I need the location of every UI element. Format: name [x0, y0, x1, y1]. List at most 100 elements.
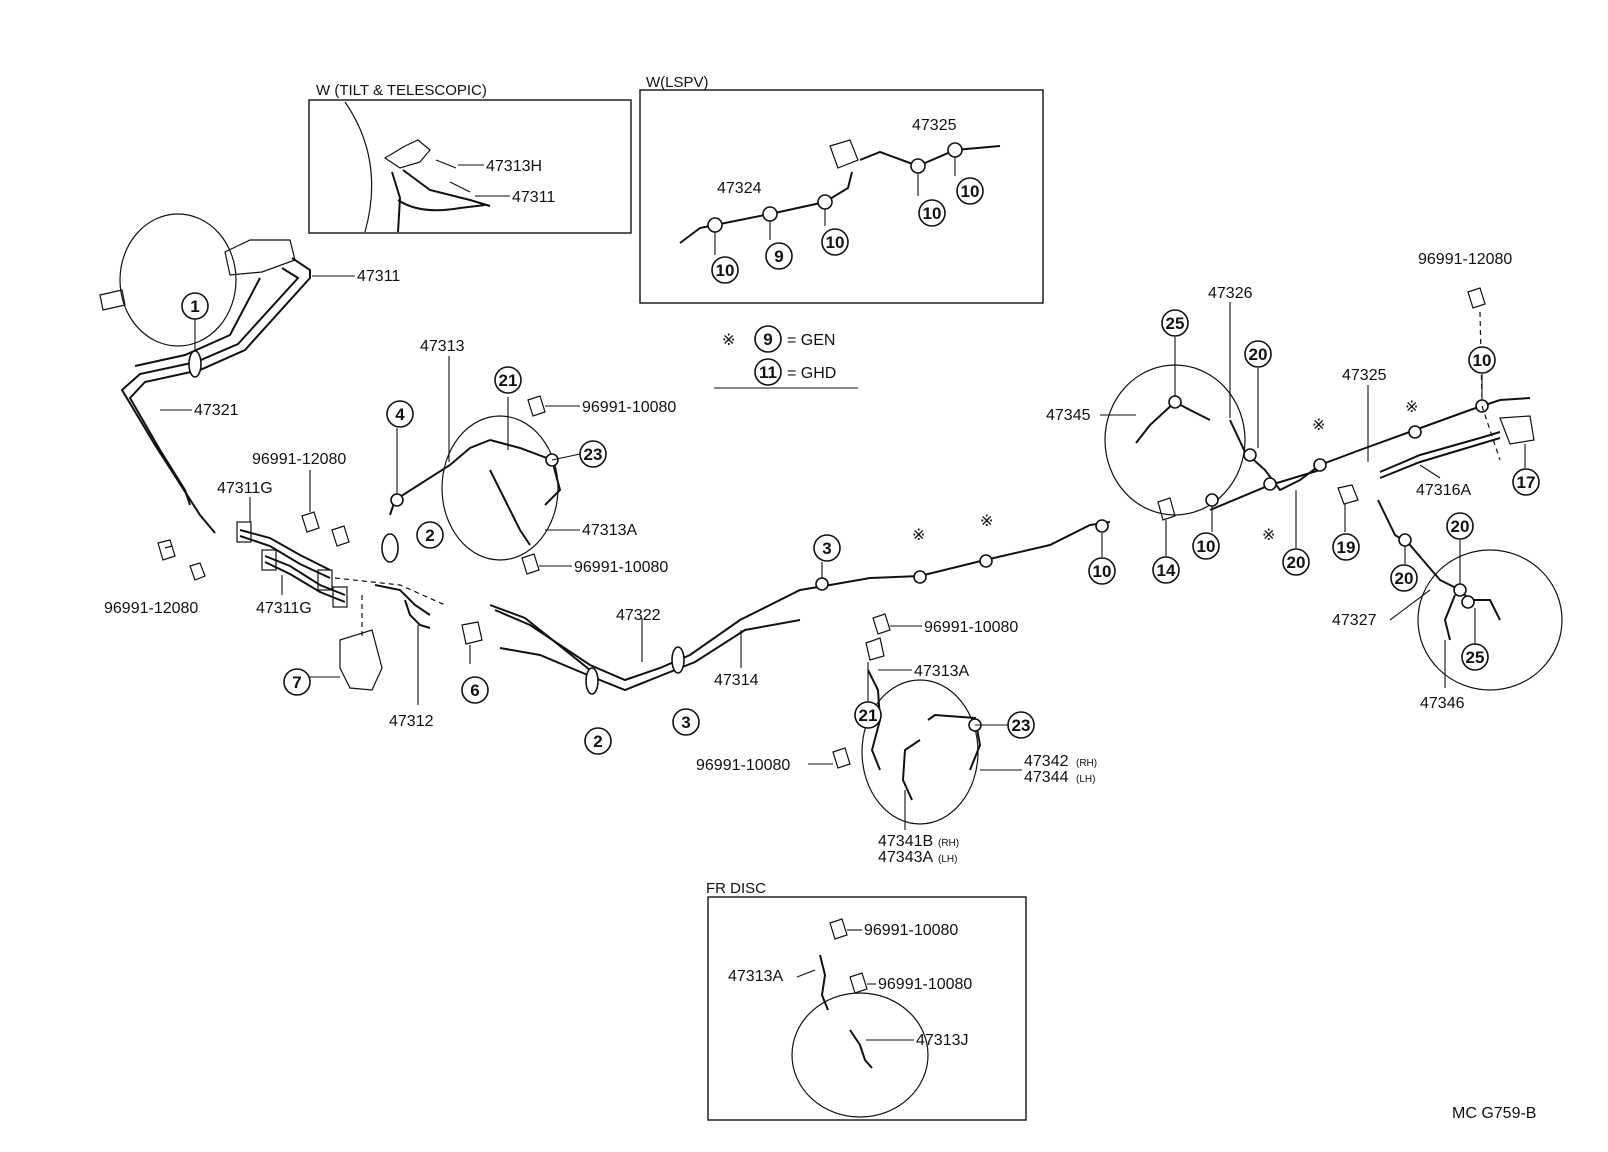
pipe-47312-a: [374, 584, 431, 616]
label-47325-lspv: 47325: [912, 117, 957, 134]
node-star-5: [1408, 425, 1422, 439]
label-96991-10080-f: 96991-10080: [878, 976, 972, 993]
node-c25b: [1461, 595, 1475, 609]
legend-callout-9-number: 9: [763, 330, 772, 349]
clamp-2b: [585, 667, 599, 695]
label-47341B: 47341B: [878, 833, 933, 850]
clip-icon-c: [301, 511, 320, 533]
callout-10a-circle: [711, 256, 739, 284]
pipe-47342: [927, 713, 982, 771]
callout-10e: 10: [1088, 557, 1116, 585]
callout-23a-circle: [579, 440, 607, 468]
callout-3a-circle: [813, 534, 841, 562]
callout-20b-circle: [1282, 548, 1310, 576]
callout-10b: 10: [821, 228, 849, 256]
dashed-guide-4: [1481, 405, 1501, 461]
front-drum-upper: 47313 47313A 96991-10080 96991-10080: [381, 338, 676, 576]
inset-lspv-node-4: [910, 158, 926, 174]
inset-tilt-master-cylinder: [383, 139, 431, 169]
star-marker-4: ※: [1312, 417, 1325, 434]
callout-2b-circle: [584, 727, 612, 755]
main-rear-pipe: 47322 47314 ※ ※: [489, 513, 1111, 695]
callout-10e-number: 10: [1093, 562, 1112, 581]
callouts: 1 2 2 3 3 4 6 7 9 10 10 10 10 10 10 10 1…: [181, 177, 1540, 755]
callout-17-circle: [1512, 468, 1540, 496]
label-47316A: 47316A: [1416, 482, 1471, 499]
callout-7: 7: [283, 668, 311, 696]
callout-20d-circle: [1446, 512, 1474, 540]
callout-20d: 20: [1446, 512, 1474, 540]
callout-2a-circle: [416, 521, 444, 549]
inset-lspv-title: W(LSPV): [646, 74, 709, 91]
inset-lspv-pipe-47325: [859, 145, 1001, 168]
label-47311G-b: 47311G: [256, 600, 312, 617]
callout-10d-circle: [956, 177, 984, 205]
callout-2a: 2: [416, 521, 444, 549]
callout-10a: 10: [711, 256, 739, 284]
label-96991-12080-c: 96991-12080: [1418, 251, 1512, 268]
pipe-47311-b: [134, 277, 261, 367]
label-47344: 47344: [1024, 769, 1069, 786]
label-47341B-suffix: (RH): [938, 838, 959, 849]
callout-25a-number: 25: [1166, 314, 1185, 333]
pipe-47322: [494, 521, 1111, 682]
callout-3b: 3: [672, 708, 700, 736]
label-47325-main: 47325: [1342, 367, 1387, 384]
callout-10b-circle: [821, 228, 849, 256]
callout-3a-number: 3: [822, 539, 831, 558]
leader-47327: [1389, 589, 1431, 621]
hose-47316A: [1379, 431, 1501, 473]
inset-lspv-node-5: [947, 142, 963, 158]
callout-9-circle: [765, 242, 793, 270]
callout-10b-number: 10: [826, 233, 845, 252]
label-47311-main: 47311: [357, 268, 400, 285]
callout-19-circle: [1332, 533, 1360, 561]
callout-1-circle: [181, 292, 209, 320]
label-47311-tilt: 47311: [512, 189, 555, 206]
clip-icon-d: [331, 525, 350, 547]
bracket-and-47312: 47312: [305, 584, 483, 730]
inset-tilt-pipe-b: [402, 169, 491, 207]
legend-callout-9: [754, 325, 782, 353]
callout-23a-number: 23: [584, 445, 603, 464]
inset-tilt-pipe-c: [397, 199, 486, 212]
inset-tilt-fittings: [435, 159, 471, 193]
part-14-bracket: [1157, 497, 1176, 521]
hose-47311G-a: [239, 529, 331, 571]
callout-6: 6: [461, 676, 489, 704]
label-47324: 47324: [717, 180, 762, 197]
part-21-bracket: [865, 637, 885, 661]
callout-1-number: 1: [190, 297, 199, 316]
part-19-clip: [1337, 484, 1359, 505]
label-96991-10080-a: 96991-10080: [582, 399, 676, 416]
callout-10c-circle: [918, 199, 946, 227]
callout-21b-number: 21: [859, 706, 878, 725]
callout-4-number: 4: [395, 405, 405, 424]
star-marker-5: ※: [1405, 399, 1418, 416]
legend-gen: = GEN: [787, 332, 835, 349]
inset-lspv-valve: [829, 139, 859, 169]
callout-23b-circle: [1007, 711, 1035, 739]
callout-3b-number: 3: [681, 713, 690, 732]
callout-21b: 21: [854, 701, 882, 729]
clip-icon-i: [1467, 287, 1486, 309]
callout-21a-number: 21: [499, 371, 518, 390]
pipe-47312-b: [404, 599, 431, 629]
diagram-code: MC G759-B: [1452, 1105, 1536, 1122]
drum-outline-upper: [441, 415, 559, 561]
hose-47313A-upper-2: [489, 469, 531, 546]
label-47313H: 47313H: [486, 158, 542, 175]
hose-fitting-3: [317, 569, 333, 591]
brake-booster-assembly: 47311 47321: [99, 213, 400, 534]
label-47313: 47313: [420, 338, 465, 355]
leader-47316A: [1419, 464, 1441, 479]
label-47342: 47342: [1024, 753, 1069, 770]
label-96991-10080-b: 96991-10080: [574, 559, 668, 576]
callout-10g: 10: [1468, 346, 1496, 374]
leader-47313A-c: [796, 969, 816, 978]
callout-10f-number: 10: [1197, 537, 1216, 556]
label-47342-suffix: (RH): [1076, 758, 1097, 769]
clamp-2a: [381, 533, 399, 563]
label-47313A-c: 47313A: [728, 968, 783, 985]
clip-icon-j: [829, 918, 848, 940]
